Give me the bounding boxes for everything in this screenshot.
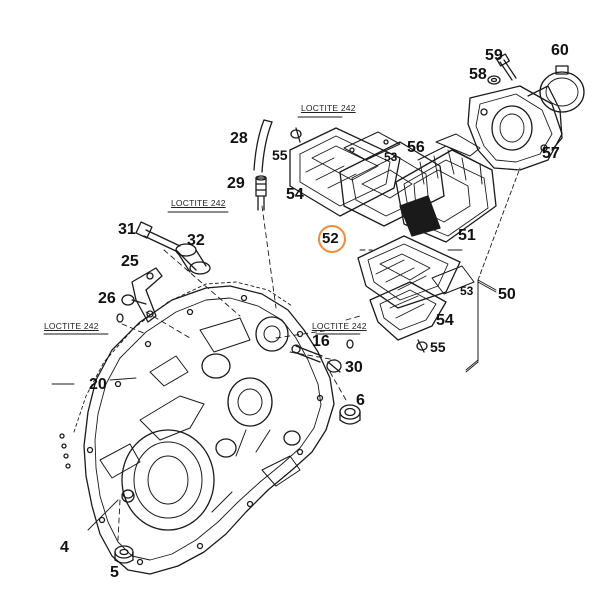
- callout-20[interactable]: 20: [89, 376, 107, 393]
- screw-55-lower: [416, 339, 428, 353]
- screw-mid: [346, 339, 354, 349]
- dowel-4: [122, 489, 134, 499]
- reed-plate-lower: [357, 235, 461, 309]
- callout-26[interactable]: 26: [98, 290, 116, 307]
- reed-plate-upper: [289, 127, 401, 217]
- loctite-note-31: LOCTITE 242: [171, 198, 226, 208]
- callout-53-upper[interactable]: 53: [384, 150, 398, 164]
- callout-51[interactable]: 51: [458, 227, 476, 244]
- crankcase-half: [59, 285, 335, 575]
- bushing-6: [339, 404, 361, 425]
- callout-6[interactable]: 6: [356, 392, 365, 409]
- reed-spacer-lower: [431, 265, 475, 295]
- callout-59[interactable]: 59: [485, 47, 503, 64]
- bracket-25: [131, 267, 163, 323]
- group-50-bracket: [465, 279, 479, 373]
- callout-31[interactable]: 31: [118, 221, 136, 238]
- group-50-leader-upper: [477, 167, 521, 281]
- callout-50[interactable]: 50: [498, 286, 516, 303]
- intake-boot: [527, 85, 563, 151]
- washer-58: [487, 75, 501, 85]
- screw-26: [121, 294, 147, 306]
- bolt-31: [135, 221, 181, 253]
- reed-spacer-upper: [343, 131, 401, 161]
- plug-30: [326, 359, 342, 373]
- callout-25[interactable]: 25: [121, 253, 139, 270]
- reed-valve-block: [395, 133, 497, 243]
- screw-55-upper: [290, 127, 302, 143]
- crankcase-gasket: [73, 281, 293, 433]
- hose-clamp: [539, 65, 585, 113]
- callout-16[interactable]: 16: [312, 333, 330, 350]
- leader-lines: [117, 205, 373, 541]
- callout-55-upper[interactable]: 55: [272, 147, 288, 163]
- reed-plate-bottom: [369, 281, 447, 341]
- callout-4[interactable]: 4: [60, 539, 69, 556]
- callout-52[interactable]: 52: [322, 230, 339, 247]
- group-50-leader: [477, 281, 497, 293]
- callout-28[interactable]: 28: [230, 130, 248, 147]
- callout-57[interactable]: 57: [542, 145, 560, 162]
- callout-32[interactable]: 32: [187, 232, 205, 249]
- screw-left: [116, 313, 124, 323]
- screw-59: [496, 53, 517, 81]
- callout-leaders: [43, 116, 497, 531]
- callout-55-lower[interactable]: 55: [430, 339, 446, 355]
- callout-53-lower[interactable]: 53: [460, 284, 474, 298]
- callout-54-lower[interactable]: 54: [436, 312, 454, 329]
- callout-5[interactable]: 5: [110, 564, 119, 581]
- loctite-note-mid: LOCTITE 242: [312, 321, 367, 331]
- vent-hose-28: [253, 119, 273, 173]
- intake-flange: [467, 85, 563, 171]
- callout-54-upper[interactable]: 54: [286, 186, 304, 203]
- spacer-32: [175, 243, 211, 275]
- highlight-ring-52: [318, 225, 346, 253]
- bushing-5: [114, 545, 134, 564]
- callout-56[interactable]: 56: [407, 139, 425, 156]
- callout-58[interactable]: 58: [469, 66, 487, 83]
- callout-30[interactable]: 30: [345, 359, 363, 376]
- pin-16: [291, 344, 323, 363]
- fitting-29: [255, 175, 267, 211]
- loctite-note-left: LOCTITE 242: [44, 321, 99, 331]
- callout-29[interactable]: 29: [227, 175, 245, 192]
- loctite-note-top: LOCTITE 242: [301, 103, 356, 113]
- callout-60[interactable]: 60: [551, 42, 569, 59]
